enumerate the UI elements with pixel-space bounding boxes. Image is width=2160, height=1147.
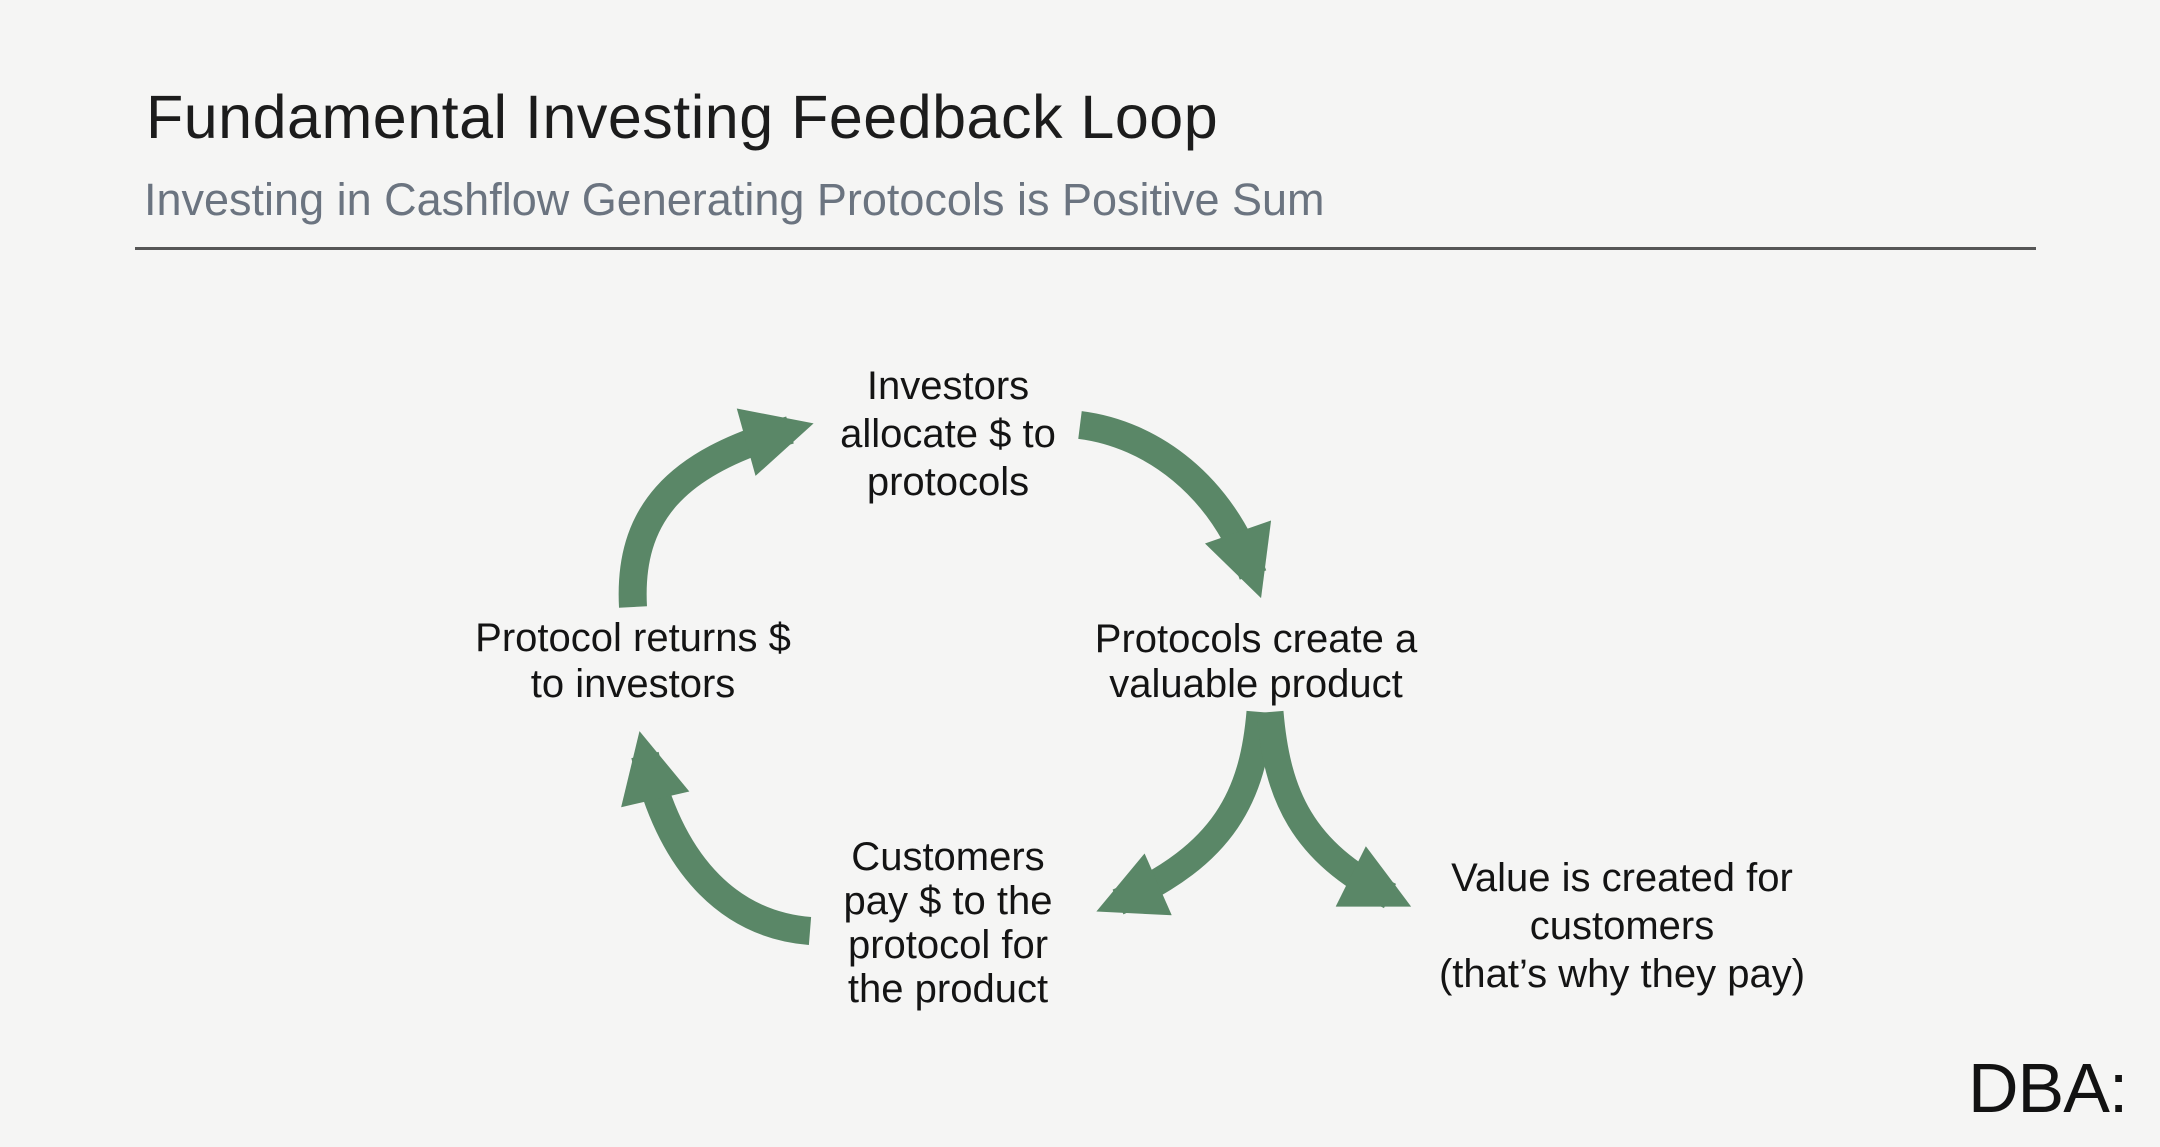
node-line: Investors (866, 364, 1030, 408)
node-line: allocate $ to (840, 412, 1056, 456)
node-line: valuable product (1109, 662, 1403, 706)
node-line: to investors (530, 662, 736, 706)
node-line: pay $ to the (843, 879, 1053, 923)
node-value-created: Value is created for customers (that’s w… (1439, 854, 1805, 998)
node-line: Customers (851, 835, 1045, 879)
node-line: protocol for (847, 923, 1049, 967)
node-protocol-returns: Protocol returns $ to investors (475, 615, 791, 707)
arrow-protocols-to-value-icon (1256, 710, 1412, 909)
node-investors: Investors allocate $ to protocols (840, 362, 1056, 506)
node-customers: Customers pay $ to the protocol for the … (843, 835, 1052, 1011)
header-divider (135, 247, 2036, 250)
arrow-customers-to-returns-icon (621, 731, 812, 945)
node-line: Protocol returns $ (475, 616, 791, 660)
node-line: customers (1529, 904, 1715, 948)
page-subtitle: Investing in Cashflow Generating Protoco… (144, 174, 1325, 225)
node-line: the product (847, 967, 1049, 1011)
node-line: Protocols create a (1094, 617, 1418, 661)
page-title: Fundamental Investing Feedback Loop (146, 83, 1219, 151)
node-line: (that’s why they pay) (1438, 952, 1806, 996)
arrow-returns-to-investors-icon (618, 408, 814, 608)
arrow-investors-to-protocols-icon (1077, 411, 1272, 599)
node-line: protocols (866, 460, 1030, 504)
arrow-protocols-to-customers-icon (1096, 710, 1274, 916)
dba-logo: DBA: (1968, 1049, 2128, 1127)
node-protocols: Protocols create a valuable product (1095, 617, 1417, 707)
node-line: Value is created for (1451, 856, 1793, 900)
